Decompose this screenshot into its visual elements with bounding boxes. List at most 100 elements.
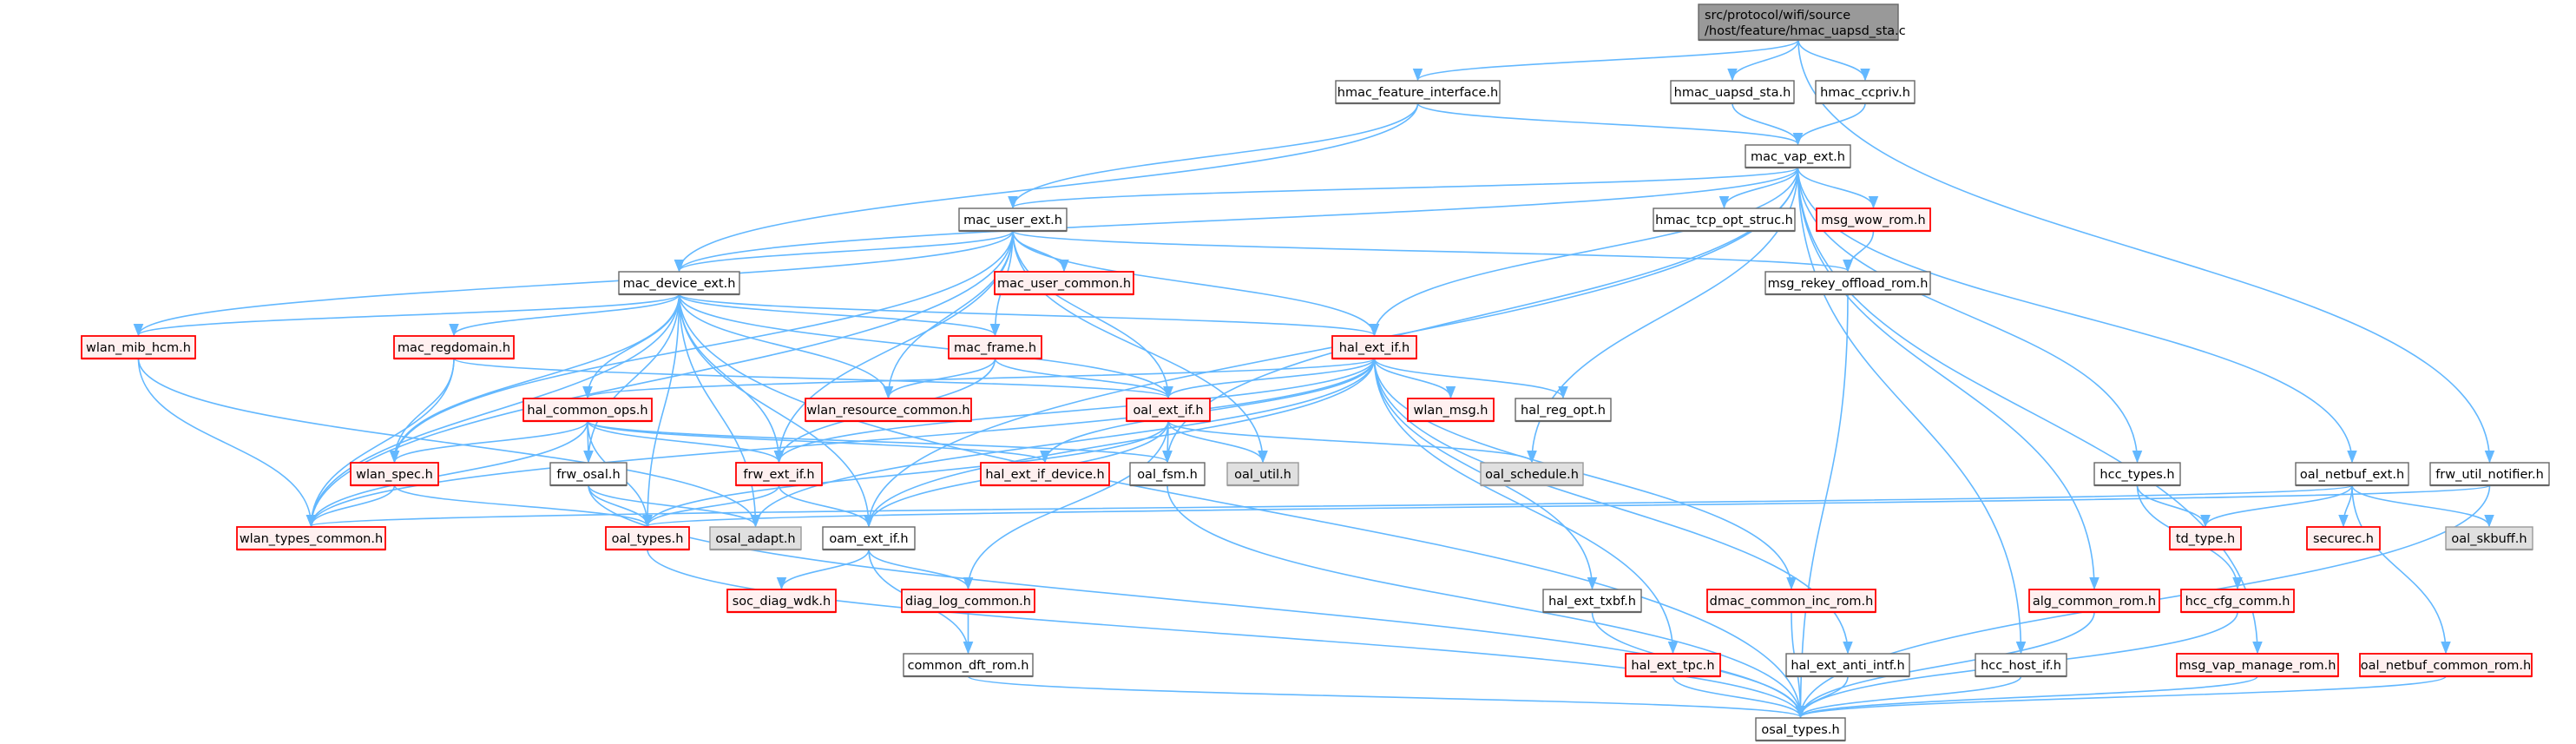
- node-mac-regdomain-h[interactable]: mac_regdomain.h: [393, 335, 515, 360]
- node-soc-diag-wdk-h[interactable]: soc_diag_wdk.h: [726, 589, 837, 614]
- node-oal-netbuf-ext-h[interactable]: oal_netbuf_ext.h: [2295, 462, 2409, 487]
- node-hal-ext-if-device-h[interactable]: hal_ext_if_device.h: [980, 462, 1110, 487]
- node-common-dft-rom-h[interactable]: common_dft_rom.h: [903, 653, 1034, 678]
- edge-wsp-to-oty: [393, 484, 653, 528]
- edge-mde-to-fos: [583, 293, 680, 464]
- node-src-protocol-wifi-source[interactable]: src/protocol/wifi/source/host/feature/hm…: [1698, 3, 1906, 42]
- node-mac-frame-h[interactable]: mac_frame.h: [948, 335, 1042, 360]
- node-wlan-resource-common-h[interactable]: wlan_resource_common.h: [805, 398, 972, 423]
- node-oam-ext-if-h[interactable]: oam_ext_if.h: [822, 526, 916, 551]
- node-hcc-types-h[interactable]: hcc_types.h: [2093, 462, 2181, 487]
- node-box: [236, 526, 386, 550]
- node-mac-vap-ext-h[interactable]: mac_vap_ext.h: [1745, 144, 1851, 169]
- node-label: hal_ext_if.h: [1339, 341, 1410, 355]
- node-label: oal_types.h: [612, 532, 684, 546]
- node-wlan-mib-hcm-h[interactable]: wlan_mib_hcm.h: [81, 335, 196, 360]
- node-box: [2028, 589, 2160, 613]
- edge-hco-to-heid: [587, 420, 1050, 464]
- node-label: hal_ext_txbf.h: [1548, 595, 1636, 609]
- node-securec-h[interactable]: securec.h: [2306, 526, 2381, 551]
- node-osal-types-h[interactable]: osal_types.h: [1755, 717, 1846, 742]
- node-hal-common-ops-h[interactable]: hal_common_ops.h: [522, 398, 653, 423]
- node-hmac-ccpriv-h[interactable]: hmac_ccpriv.h: [1815, 80, 1916, 105]
- edge-ncr-to-ost: [1796, 675, 2447, 719]
- node-frw-osal-h[interactable]: frw_osal.h: [549, 462, 628, 487]
- node-hal-ext-anti-intf-h[interactable]: hal_ext_anti_intf.h: [1785, 653, 1910, 678]
- edge-mde-to-mfr: [678, 293, 1001, 337]
- edge-src-to-hcp: [1797, 39, 1870, 82]
- edge-hei-to-wms: [1373, 358, 1456, 399]
- node-label: wlan_msg.h: [1414, 404, 1488, 418]
- edges-layer: [133, 39, 2495, 719]
- node-oal-skbuff-h[interactable]: oal_skbuff.h: [2445, 526, 2533, 551]
- edge-hco-to-wtc: [306, 420, 588, 528]
- node-label: securec.h: [2313, 532, 2374, 546]
- node-label: td_type.h: [2176, 532, 2235, 546]
- node-box: [2180, 589, 2295, 613]
- node-box: [980, 462, 1110, 486]
- edge-htp-to-ost: [1672, 675, 1806, 719]
- node-mac-user-ext-h[interactable]: mac_user_ext.h: [958, 207, 1068, 233]
- node-label: mac_regdomain.h: [398, 341, 510, 355]
- node-hal-reg-opt-h[interactable]: hal_reg_opt.h: [1515, 398, 1612, 423]
- node-osal-adapt-h[interactable]: osal_adapt.h: [709, 526, 802, 551]
- node-hal-ext-tpc-h[interactable]: hal_ext_tpc.h: [1625, 653, 1721, 678]
- edge-mde-to-wtc: [306, 293, 680, 528]
- node-hmac-feature-interface-h[interactable]: hmac_feature_interface.h: [1335, 80, 1501, 105]
- node-dmac-common-inc-rom-h[interactable]: dmac_common_inc_rom.h: [1706, 589, 1876, 614]
- node-label: /host/feature/hmac_uapsd_sta.c: [1705, 24, 1906, 38]
- node-label: hcc_host_if.h: [1981, 659, 2061, 673]
- node-hmac-uapsd-sta-h[interactable]: hmac_uapsd_sta.h: [1670, 80, 1795, 105]
- edge-mrd-to-oei: [453, 358, 1173, 399]
- node-hcc-host-if-h[interactable]: hcc_host_if.h: [1975, 653, 2067, 678]
- node-oal-netbuf-common-rom-h[interactable]: oal_netbuf_common_rom.h: [2359, 653, 2533, 678]
- edge-one-to-tdt: [2200, 484, 2353, 528]
- node-hmac-tcp-opt-struc-h[interactable]: hmac_tcp_opt_struc.h: [1653, 207, 1796, 233]
- node-label: hmac_ccpriv.h: [1820, 86, 1910, 100]
- node-mac-user-common-h[interactable]: mac_user_common.h: [994, 271, 1134, 296]
- edge-mrr-to-ost: [1795, 293, 1849, 719]
- node-label: oam_ext_if.h: [829, 532, 908, 546]
- node-label: hmac_tcp_opt_struc.h: [1655, 214, 1793, 227]
- edge-hhi-to-ost: [1795, 675, 2022, 719]
- node-msg-wow-rom-h[interactable]: msg_wow_rom.h: [1816, 207, 1931, 233]
- node-label: mac_vap_ext.h: [1751, 150, 1845, 164]
- node-box: [522, 398, 653, 422]
- node-label: oal_netbuf_ext.h: [2300, 468, 2404, 482]
- edge-mue-to-oei: [1012, 230, 1173, 399]
- node-wlan-spec-h[interactable]: wlan_spec.h: [350, 462, 439, 487]
- node-oal-util-h[interactable]: oal_util.h: [1226, 462, 1299, 487]
- node-hcc-cfg-comm-h[interactable]: hcc_cfg_comm.h: [2180, 589, 2295, 614]
- edge-hcp-to-mve: [1792, 102, 1866, 146]
- node-wlan-types-common-h[interactable]: wlan_types_common.h: [236, 526, 386, 551]
- node-label: dmac_common_inc_rom.h: [1710, 595, 1874, 609]
- node-label: msg_rekey_offload_rom.h: [1768, 277, 1929, 291]
- edge-mve-to-hhi: [1797, 167, 2027, 655]
- node-oal-ext-if-h[interactable]: oal_ext_if.h: [1126, 398, 1211, 423]
- edge-oei-to-out: [1167, 420, 1268, 464]
- node-box: [2295, 462, 2409, 486]
- node-hal-ext-txbf-h[interactable]: hal_ext_txbf.h: [1542, 589, 1642, 614]
- node-msg-rekey-offload-rom-h[interactable]: msg_rekey_offload_rom.h: [1764, 271, 1931, 296]
- node-oal-fsm-h[interactable]: oal_fsm.h: [1129, 462, 1206, 487]
- node-label: wlan_spec.h: [356, 468, 433, 482]
- node-msg-vap-manage-rom-h[interactable]: msg_vap_manage_rom.h: [2176, 653, 2339, 678]
- edge-mve-to-mde: [674, 167, 1799, 273]
- node-td-type-h[interactable]: td_type.h: [2169, 526, 2242, 551]
- node-box: [1653, 207, 1796, 232]
- node-diag-log-common-h[interactable]: diag_log_common.h: [901, 589, 1035, 614]
- node-frw-util-notifier-h[interactable]: frw_util_notifier.h: [2429, 462, 2550, 487]
- node-mac-device-ext-h[interactable]: mac_device_ext.h: [618, 271, 740, 296]
- edge-mve-to-acr: [1797, 167, 2100, 590]
- node-frw-ext-if-h[interactable]: frw_ext_if.h: [735, 462, 823, 487]
- node-label: wlan_types_common.h: [240, 532, 383, 546]
- node-box: [2176, 653, 2339, 677]
- node-box: [1129, 462, 1206, 486]
- node-hal-ext-if-h[interactable]: hal_ext_if.h: [1331, 335, 1417, 360]
- node-alg-common-rom-h[interactable]: alg_common_rom.h: [2028, 589, 2160, 614]
- node-oal-types-h[interactable]: oal_types.h: [605, 526, 690, 551]
- node-wlan-msg-h[interactable]: wlan_msg.h: [1407, 398, 1495, 423]
- node-oal-schedule-h[interactable]: oal_schedule.h: [1480, 462, 1584, 487]
- node-box: [822, 526, 916, 550]
- edge-hfi-to-mve: [1416, 102, 1804, 146]
